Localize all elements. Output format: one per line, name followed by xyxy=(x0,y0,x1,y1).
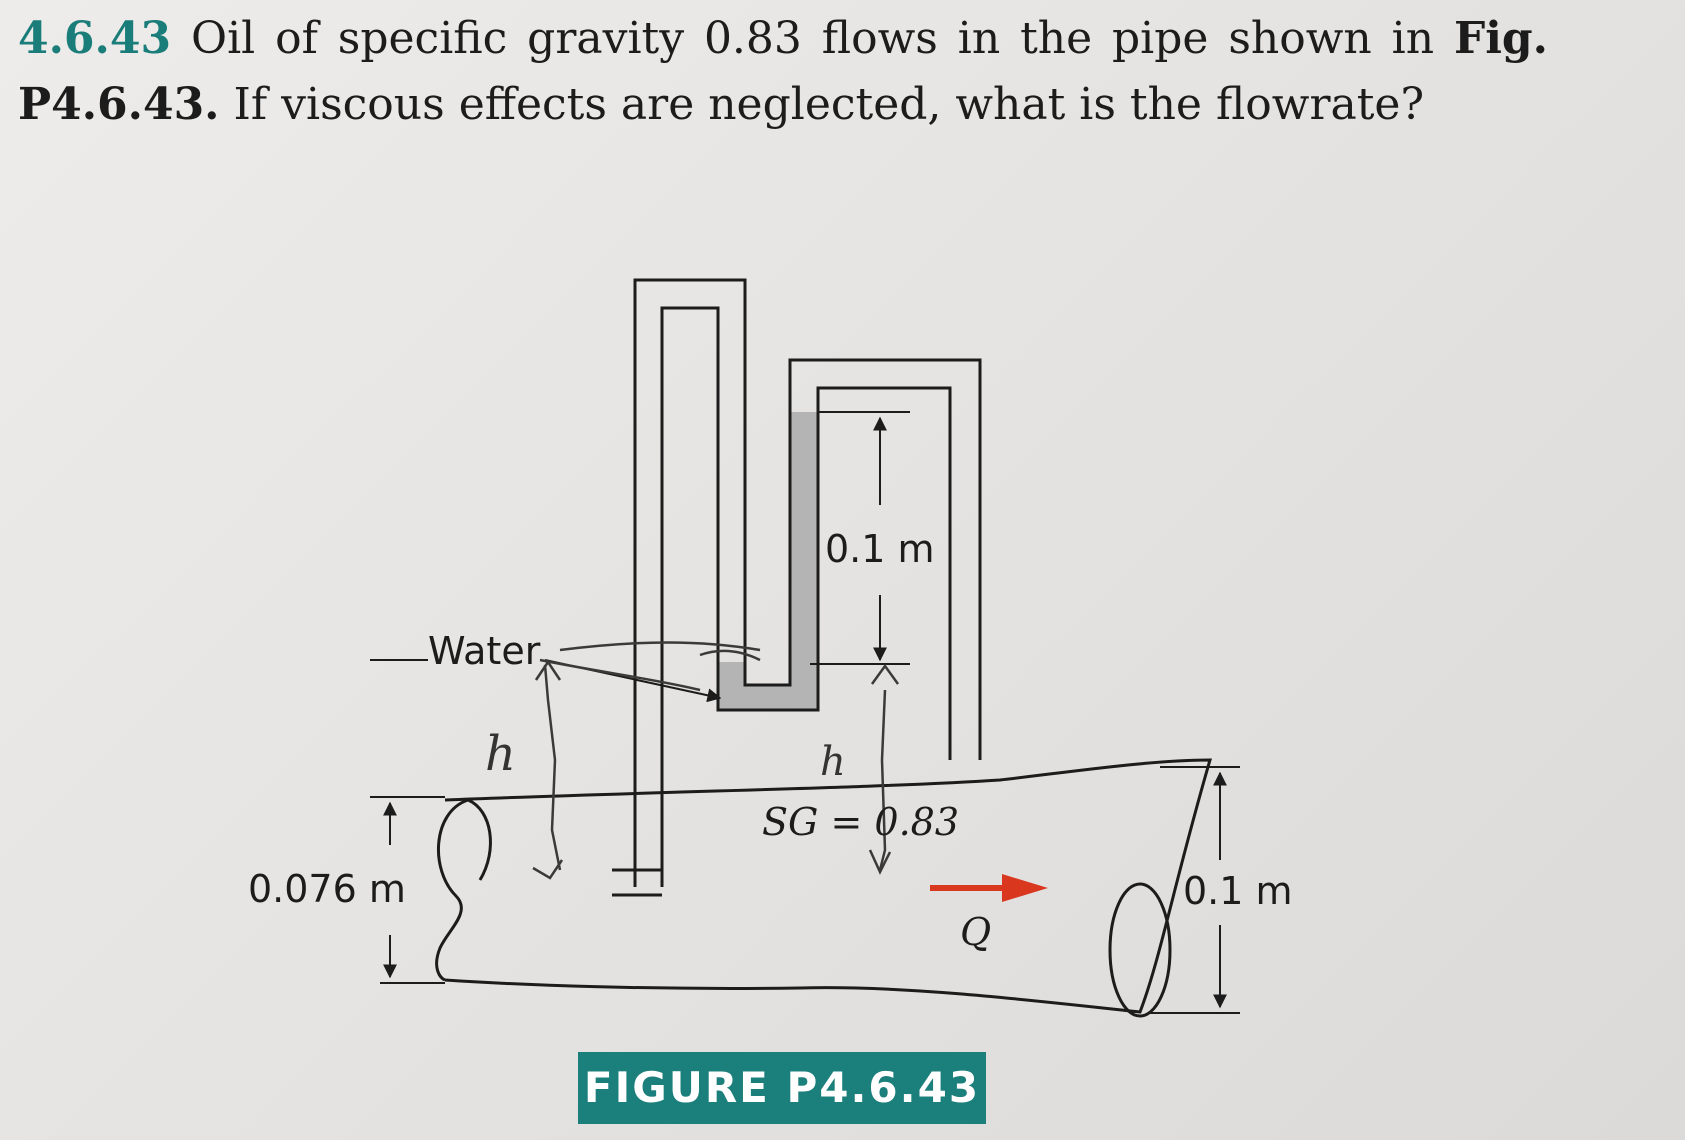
outlet-section xyxy=(1108,882,1172,1018)
outlet-diameter-label: 0.1 m xyxy=(1183,869,1293,913)
pipe-outline xyxy=(444,758,1212,1014)
handwritten-h-left: h xyxy=(485,726,516,782)
figure-reference: Fig. P4.6.43. xyxy=(18,13,1548,130)
specific-gravity-label: SG = 0.83 xyxy=(762,800,959,844)
inlet-diameter-dimension xyxy=(370,796,445,984)
water-label: Water xyxy=(428,629,541,673)
flow-arrow xyxy=(930,874,1048,902)
handwritten-annotations xyxy=(532,641,900,880)
problem-text-part-2: If viscous effects are neglected, what i… xyxy=(219,79,1425,130)
left-tap-tube xyxy=(612,278,747,897)
inlet-diameter-label: 0.076 m xyxy=(248,867,406,911)
flowrate-label: Q xyxy=(960,910,991,954)
handwritten-h-right: h xyxy=(820,739,846,785)
problem-number: 4.6.43 xyxy=(18,13,172,64)
inlet-section xyxy=(435,798,469,982)
figure-caption: FIGURE P4.6.43 xyxy=(578,1052,986,1124)
problem-text-part-1: Oil of specific gravity 0.83 flows in th… xyxy=(171,13,1454,64)
outlet-diameter-dimension xyxy=(1150,766,1240,1014)
height-dimension xyxy=(810,411,910,665)
manometer-fluid-left xyxy=(718,412,818,710)
problem-statement: 4.6.43 Oil of specific gravity 0.83 flow… xyxy=(18,6,1548,138)
manometer-height-label: 0.1 m xyxy=(825,527,935,571)
